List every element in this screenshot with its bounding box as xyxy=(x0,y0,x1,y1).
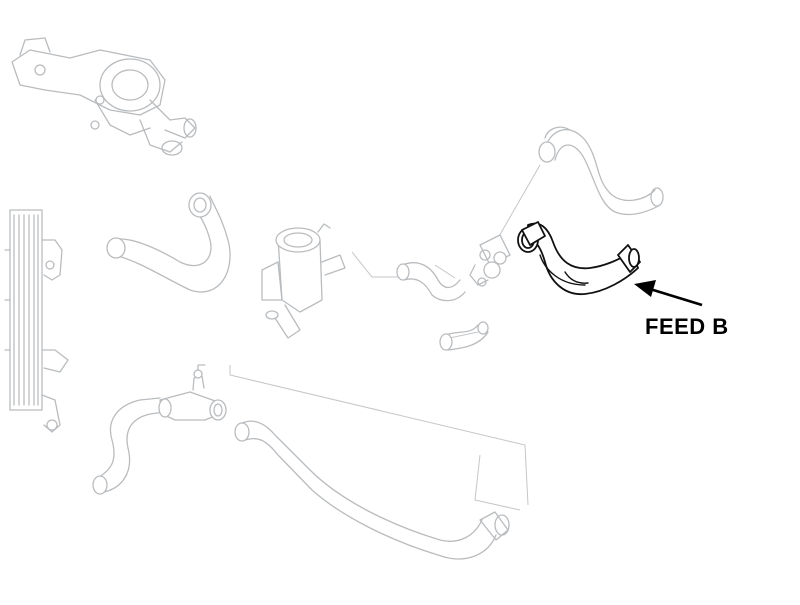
feed-b-hose xyxy=(517,221,641,295)
middle-left-hose xyxy=(106,192,231,293)
small-hose-a xyxy=(396,262,466,302)
water-pump xyxy=(11,37,197,156)
upper-right-hose xyxy=(538,126,664,216)
t-connector xyxy=(158,364,227,421)
leader-lines xyxy=(229,164,541,511)
thermostat-housing xyxy=(261,223,346,339)
callout-arrow xyxy=(634,280,703,307)
valve-fitting xyxy=(469,234,511,287)
lower-left-hose xyxy=(92,397,166,495)
radiator xyxy=(4,209,69,433)
small-hose-b xyxy=(439,321,489,351)
long-lower-hose xyxy=(234,420,510,560)
feed-b-label: FEED B xyxy=(645,314,729,339)
